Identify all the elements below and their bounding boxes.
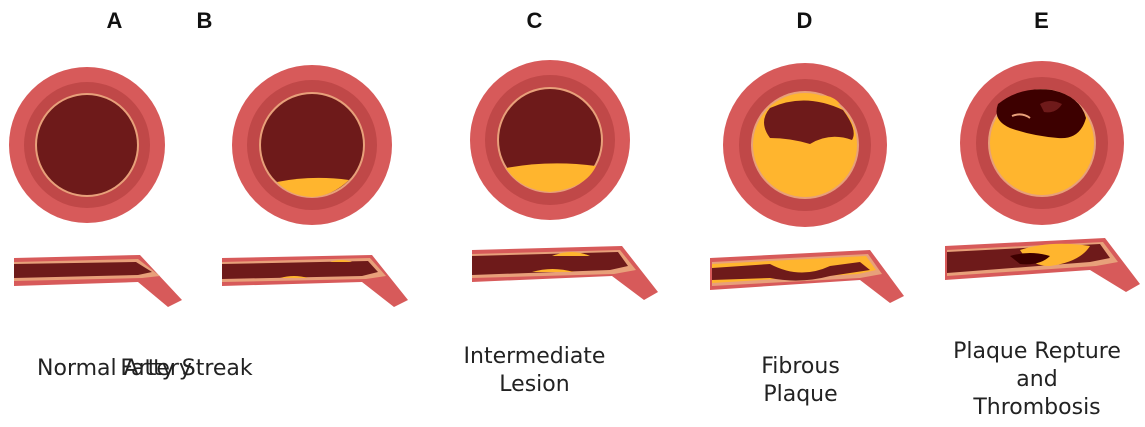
normal-artery-cross-section bbox=[9, 67, 165, 223]
panel-b-caption: Fatty Streak bbox=[72, 355, 301, 383]
intermediate-lesion-cross-section bbox=[470, 60, 630, 220]
panel-b-illustration bbox=[222, 0, 451, 320]
fibrous-plaque-cross-section bbox=[723, 63, 887, 227]
panel-e-illustration bbox=[940, 0, 1145, 320]
panel-a-illustration bbox=[0, 0, 229, 320]
panel-b: B Fatty Streak bbox=[222, 0, 451, 427]
fatty-streak-cross-section bbox=[232, 65, 392, 225]
fibrous-plaque-longitudinal bbox=[710, 250, 904, 303]
panel-e-caption: Plaque Repture and Thrombosis bbox=[922, 338, 1145, 422]
fatty-streak-longitudinal bbox=[222, 255, 408, 307]
panel-c-caption: Intermediate Lesion bbox=[420, 343, 649, 399]
panel-d: D Fibrous Plaque bbox=[710, 0, 939, 427]
panel-d-illustration bbox=[710, 0, 939, 320]
panel-e: E Plaque Repture and Thrombosis bbox=[940, 0, 1145, 427]
panel-c-illustration bbox=[462, 0, 691, 320]
normal-artery-longitudinal bbox=[14, 255, 182, 307]
thrombosis-longitudinal bbox=[945, 238, 1140, 292]
panel-d-caption: Fibrous Plaque bbox=[686, 353, 915, 409]
intermediate-lesion-longitudinal bbox=[472, 246, 658, 300]
thrombosis-cross-section bbox=[960, 61, 1124, 225]
panel-c: C Intermediate Lesion bbox=[462, 0, 691, 427]
